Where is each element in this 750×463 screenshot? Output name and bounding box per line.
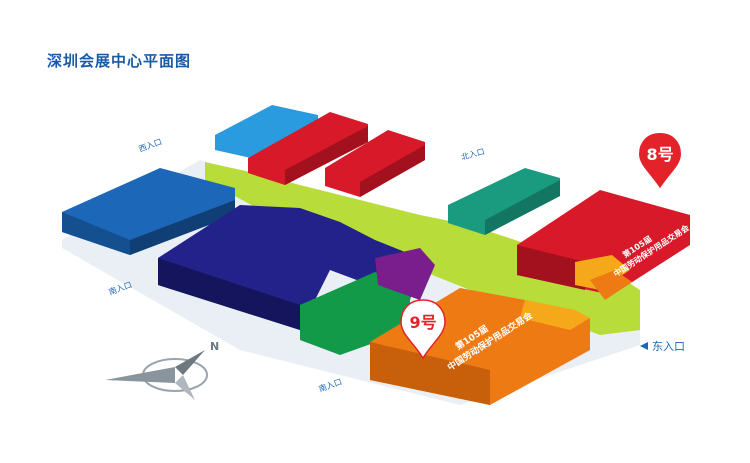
entrance-east[interactable]: 东入口 [640,340,685,353]
compass-needle-west-icon [105,367,175,383]
hall-north-red-1[interactable] [248,112,368,185]
hall9-marker[interactable]: 9号 [400,299,446,360]
hall-north-red-1-side [285,126,368,185]
compass: N [105,340,219,400]
hall-purple[interactable] [375,248,435,300]
entrance-east-arrow-icon [640,342,648,350]
hall-nw-cyan[interactable] [215,105,318,160]
hall-west-front [62,212,130,255]
hall-north-red-2[interactable] [325,130,425,197]
entrance-south-left-label: 南入口 [107,279,133,297]
hall-9-front [370,342,490,405]
hall-8-front [517,245,585,290]
entrance-west-label: 西入口 [138,137,164,154]
hall-teal[interactable] [448,168,560,235]
entrance-south-left[interactable]: 南入口 [107,279,133,297]
compass-needle-north-icon [175,350,205,375]
entrance-north-label: 北入口 [460,147,486,162]
entrance-south-right-label: 南入口 [317,376,343,394]
entrance-north[interactable]: 北入口 [460,147,486,162]
hall9-marker-pin-icon [400,299,446,360]
hall-teal-side [485,180,560,235]
hall8-marker-pin-icon [636,130,684,192]
compass-needle-south-icon [175,375,195,400]
hall9-marker-label: 9号 [409,313,436,332]
entrance-east-label: 东入口 [652,340,685,353]
corridor[interactable] [205,162,640,335]
hall-8-orange [590,270,632,300]
hall-central-navy-front [158,258,300,330]
hall8-marker[interactable]: 8号 [636,130,684,192]
hall8-marker-label: 8号 [646,145,673,164]
map-title: 深圳会展中心平面图 [47,52,192,70]
compass-label: N [210,340,219,353]
hall-west-side [130,200,235,255]
entrance-south-right[interactable]: 南入口 [317,376,343,394]
hall-9-yellow [520,300,590,330]
hall-green[interactable] [300,272,410,355]
hall-north-red-2-side [360,145,425,197]
hall-8-yellow [575,255,630,290]
entrance-west[interactable]: 西入口 [138,137,164,154]
